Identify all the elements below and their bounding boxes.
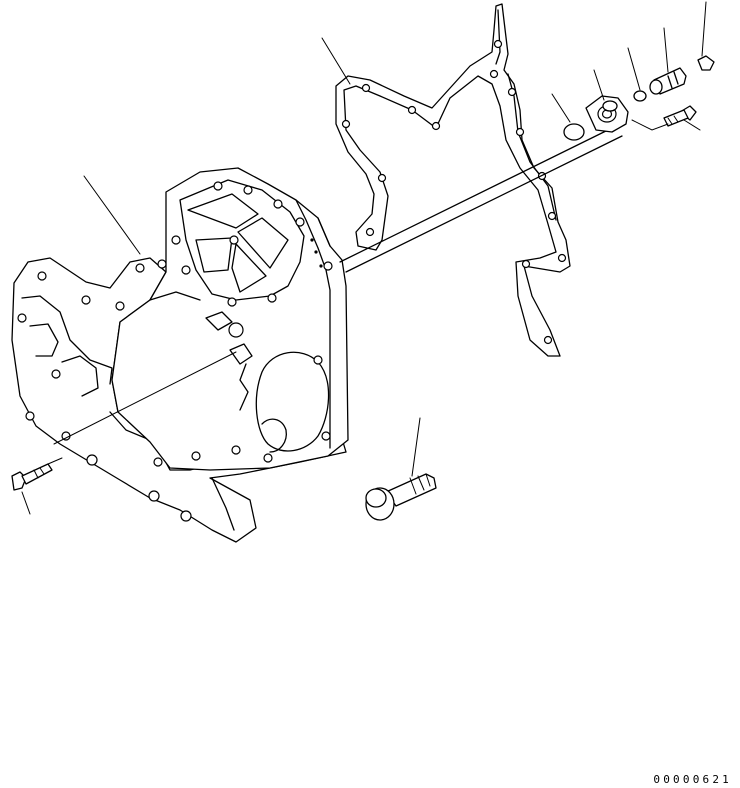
o-ring (633, 90, 647, 102)
ring-clip (697, 55, 715, 71)
front-gear-cover (11, 167, 349, 543)
breather-fitting (649, 67, 687, 95)
plug (563, 123, 585, 141)
flange-bolt-large (365, 473, 437, 521)
cover-mount-bolt (11, 457, 63, 491)
flange-bolt-small (631, 105, 697, 131)
oil-seal-holder (585, 95, 629, 133)
shaft-centerline (53, 127, 623, 445)
drawing-number: 00000621 (653, 773, 732, 786)
leader-lines (21, 1, 707, 515)
gasket (335, 3, 571, 357)
